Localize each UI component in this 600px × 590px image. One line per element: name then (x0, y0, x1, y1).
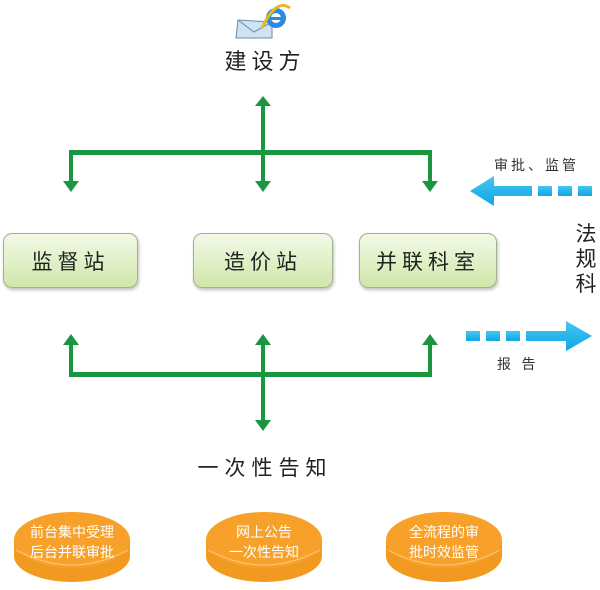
report-label: 报 告 (497, 357, 539, 373)
left-blue-dash (538, 186, 552, 196)
approve-supervise-label: 审批、监管 (494, 158, 579, 174)
station-label: 造价站 (224, 249, 302, 274)
arrow-down-notice (255, 420, 271, 431)
station-parallel-depts: 并联科室 (359, 233, 497, 288)
station-label: 监督站 (31, 249, 110, 274)
station-cost: 造价站 (193, 233, 333, 288)
disc-line: 后台并联审批 (30, 545, 114, 561)
disc-line: 前台集中受理 (30, 525, 114, 541)
one-time-notice-label: 一次性告知 (197, 456, 333, 480)
disc-full-process-supervision: 全流程的审 批时效监管 (383, 506, 505, 586)
station-label: 并联科室 (376, 249, 480, 274)
arrow-up-to-builder (255, 96, 271, 106)
arrow-up-parallel (422, 334, 438, 345)
legal-char: 规 (575, 247, 597, 271)
disc-line: 批时效监管 (409, 545, 479, 561)
arrow-down-supervision (63, 181, 79, 192)
legal-char: 科 (575, 272, 597, 296)
right-blue-dash (486, 331, 500, 341)
right-blue-arrow-head (526, 321, 592, 351)
arrow-down-parallel (422, 181, 438, 192)
station-supervision: 监督站 (3, 233, 138, 288)
disc-front-back-office: 前台集中受理 后台并联审批 (11, 506, 133, 586)
left-blue-dash (578, 186, 592, 196)
disc-line: 一次性告知 (229, 545, 299, 561)
legal-char: 法 (575, 222, 597, 246)
disc-line: 网上公告 (236, 525, 292, 541)
disc-online-notice: 网上公告 一次性告知 (203, 506, 325, 586)
legal-dept-label: 法 规 科 (575, 222, 597, 297)
left-blue-arrow-head (470, 176, 532, 206)
top-vertical-line (261, 104, 265, 184)
arrow-down-cost (255, 181, 271, 192)
ie-envelope-icon (235, 4, 291, 39)
arrow-up-cost (255, 334, 271, 345)
top-node-label: 建设方 (224, 50, 306, 75)
left-blue-dash (558, 186, 572, 196)
top-horizontal-line (69, 150, 432, 155)
right-blue-dash (466, 331, 480, 341)
right-blue-dash (506, 331, 520, 341)
arrow-up-supervision (63, 334, 79, 345)
disc-line: 全流程的审 (409, 525, 479, 541)
bottom-horizontal-line (69, 372, 432, 377)
